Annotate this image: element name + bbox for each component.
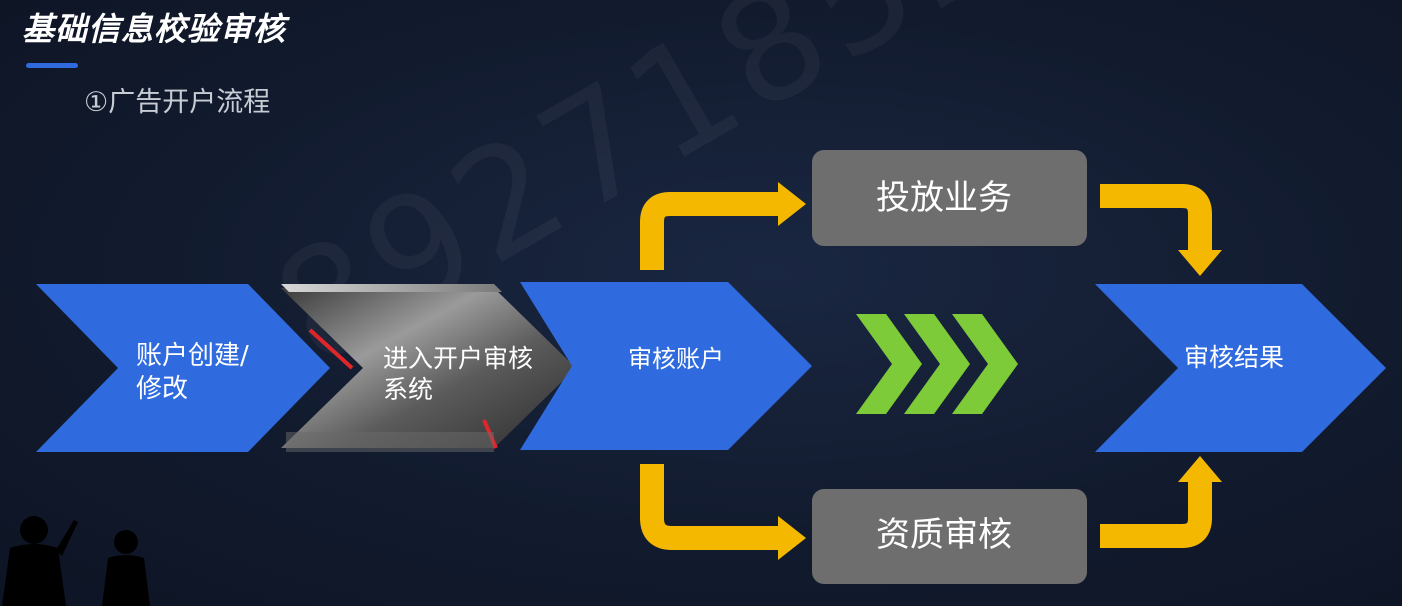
arrow-qualification-to-result	[1100, 456, 1222, 548]
title-underline	[26, 63, 78, 68]
chevron-audit-account	[520, 282, 812, 450]
label-create-modify: 账户创建/ 修改	[136, 341, 249, 404]
label-result: 审核结果	[1184, 343, 1285, 372]
green-chevrons-icon	[856, 314, 1018, 414]
chevron-enter-system	[281, 284, 576, 452]
label-audit-account: 审核账户	[628, 345, 724, 373]
chevron-result	[1095, 284, 1386, 452]
businessman-silhouette-icon	[2, 516, 150, 606]
title: 基础信息校验审核	[22, 10, 287, 48]
arrow-up-to-launch	[640, 182, 806, 270]
box-qualification	[812, 489, 1087, 584]
label-qualification: 资质审核	[876, 515, 1012, 555]
chevron-create	[36, 284, 330, 452]
label-enter-system: 进入开户审核 系统	[383, 344, 534, 405]
box-launch-business	[812, 150, 1087, 246]
arrow-launch-to-result	[1100, 184, 1222, 276]
label-launch-business: 投放业务	[876, 178, 1012, 218]
subtitle: ①广告开户流程	[84, 87, 271, 118]
arrow-down-to-qualification	[640, 464, 806, 560]
